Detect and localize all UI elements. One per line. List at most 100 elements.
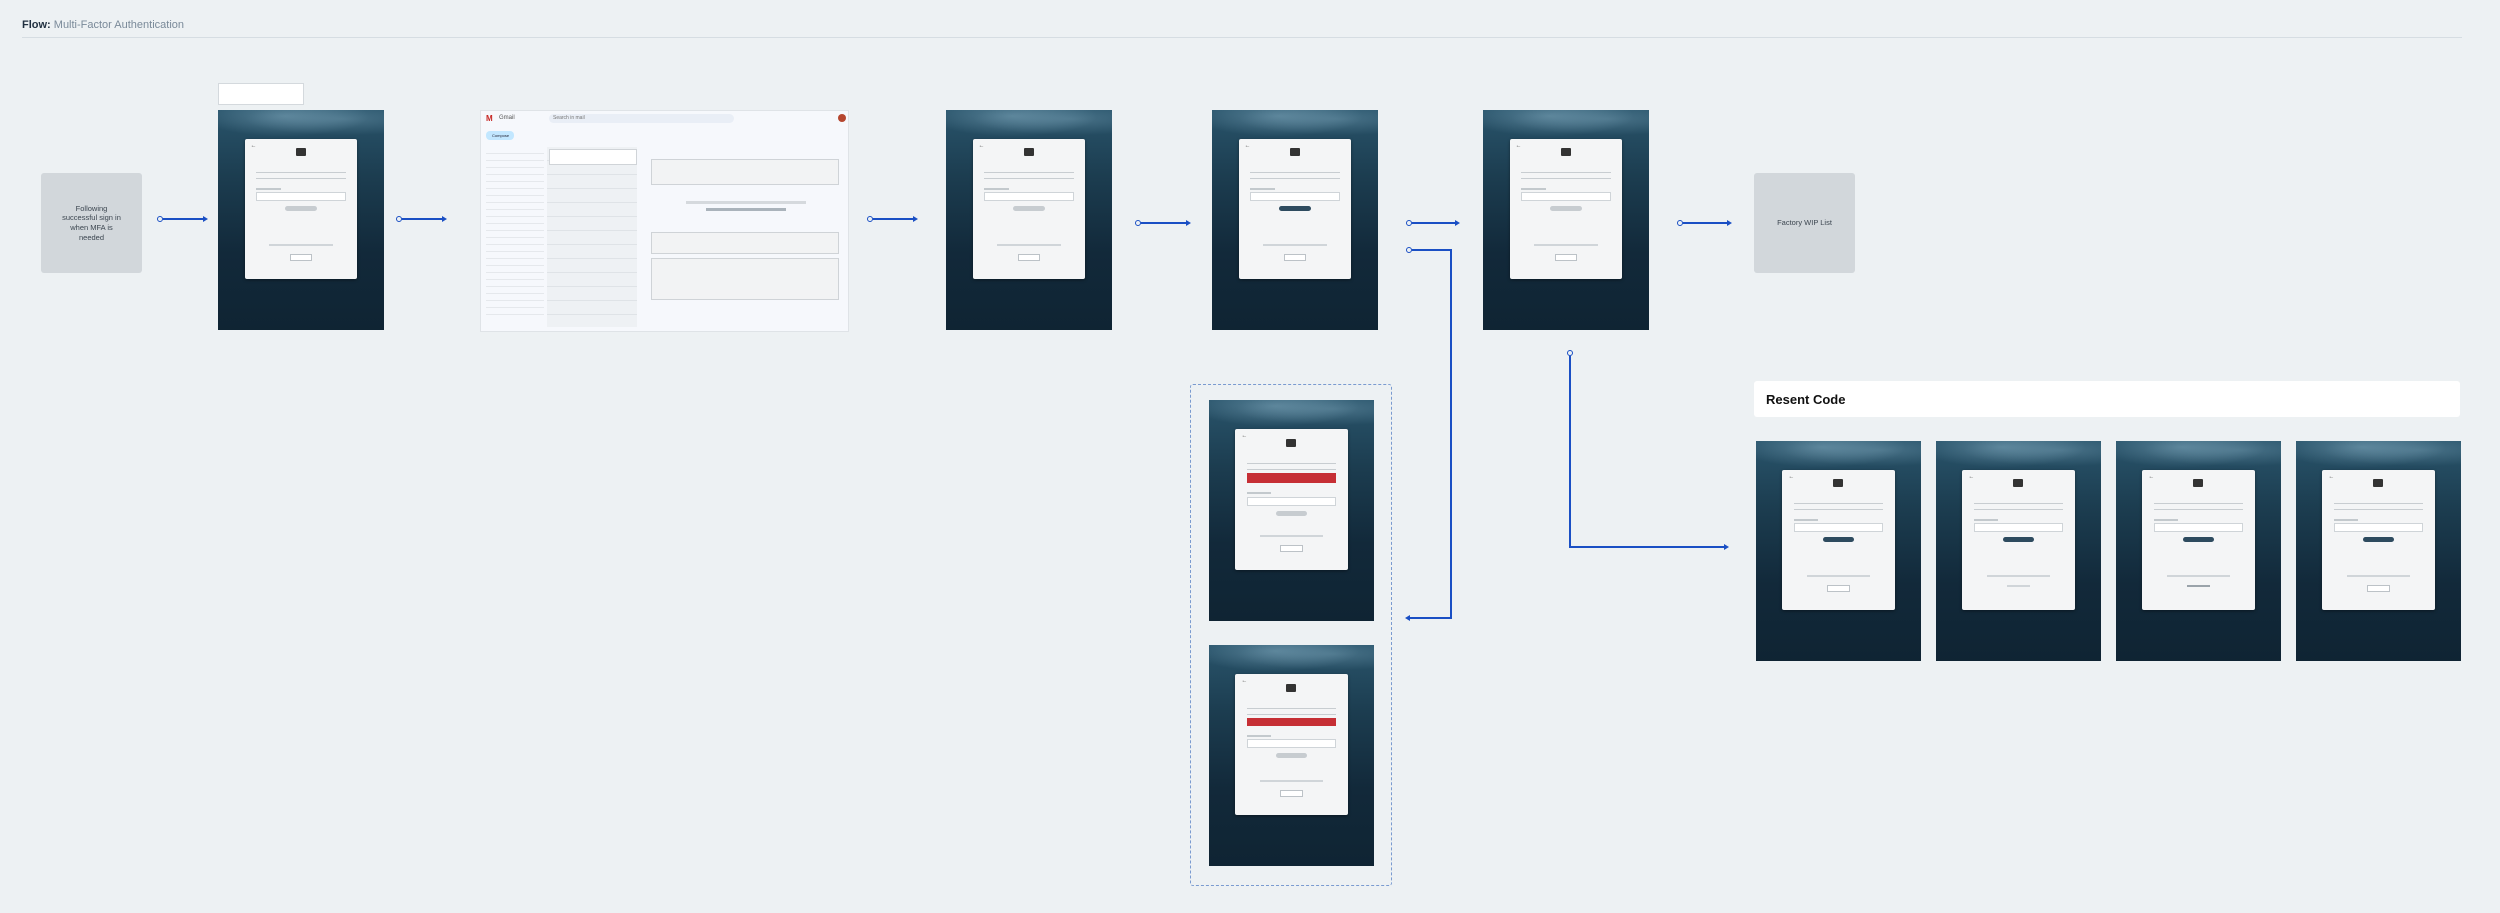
verification-card: ← — [1782, 469, 1895, 611]
code-input[interactable] — [1793, 523, 1884, 533]
screen-2-step-verification: ← — [218, 110, 384, 330]
flow-name: Multi-Factor Authentication — [53, 19, 185, 31]
verification-card: ← — [1509, 138, 1623, 280]
resend-status — [2007, 585, 2030, 588]
screen-error-expired-code: ← — [1209, 645, 1374, 866]
resend-button[interactable] — [1283, 254, 1307, 262]
email-body-line — [686, 201, 806, 204]
submit-button[interactable] — [1822, 537, 1855, 543]
screen-resent-2: ← — [1936, 441, 2101, 661]
submit-button[interactable] — [285, 206, 317, 212]
submit-button[interactable] — [1279, 206, 1311, 212]
code-label — [2333, 518, 2359, 521]
back-arrow-icon[interactable]: ← — [1968, 473, 1975, 480]
verification-card: ← — [972, 138, 1086, 280]
code-input[interactable] — [1246, 738, 1337, 748]
code-input[interactable] — [1249, 192, 1341, 202]
start-note: Following successful sign in when MFA is… — [41, 173, 142, 273]
back-arrow-icon[interactable]: ← — [250, 142, 257, 149]
email-shield-icon — [2193, 479, 2204, 488]
code-label — [2153, 518, 2179, 521]
verification-card: ← — [1962, 469, 2075, 611]
gmail-sidebar — [486, 147, 544, 317]
resend-button[interactable] — [1827, 585, 1850, 593]
back-arrow-icon[interactable]: ← — [1241, 677, 1248, 684]
email-shield-icon — [1023, 148, 1034, 157]
help-text — [1987, 575, 2050, 578]
back-arrow-icon[interactable]: ← — [1515, 142, 1522, 149]
card-description — [2153, 503, 2244, 511]
code-label — [1249, 187, 1275, 190]
back-arrow-icon[interactable]: ← — [1788, 473, 1795, 480]
email-shield-icon — [2373, 479, 2384, 488]
submit-button[interactable] — [1275, 752, 1308, 758]
screen-error-invalid-code: ← — [1209, 400, 1374, 621]
resend-button[interactable] — [2367, 585, 2390, 593]
gmail-logo-icon: M — [486, 114, 493, 123]
end-note: Factory WIP List — [1754, 173, 1855, 273]
code-input[interactable] — [1246, 496, 1337, 506]
back-arrow-icon[interactable]: ← — [978, 142, 985, 149]
card-description — [1246, 462, 1337, 470]
resend-status — [2187, 585, 2210, 588]
screen-code-entered: ← — [1212, 110, 1378, 330]
resend-button[interactable] — [289, 254, 313, 262]
back-arrow-icon[interactable]: ← — [2148, 473, 2155, 480]
back-arrow-icon[interactable]: ← — [2328, 473, 2335, 480]
help-text — [997, 244, 1061, 247]
header-divider — [22, 37, 2462, 38]
card-description — [1246, 707, 1337, 715]
selected-message[interactable] — [549, 149, 637, 165]
screen-resent-4: ← — [2296, 441, 2461, 661]
error-banner — [1246, 472, 1337, 483]
submit-button[interactable] — [2362, 537, 2395, 543]
code-label — [983, 187, 1009, 190]
code-label — [1246, 734, 1272, 737]
resend-button[interactable] — [1280, 789, 1303, 797]
verification-card: ← — [1235, 673, 1348, 816]
screen-verifying: ← — [1483, 110, 1649, 330]
submit-button[interactable] — [1013, 206, 1045, 212]
code-input[interactable] — [983, 192, 1075, 202]
code-input[interactable] — [1973, 523, 2064, 533]
code-input[interactable] — [2153, 523, 2244, 533]
start-note-text: Following successful sign in when MFA is… — [62, 203, 121, 242]
submit-button[interactable] — [1275, 510, 1308, 516]
compose-button[interactable]: Compose — [486, 131, 514, 140]
code-label — [255, 187, 281, 190]
resend-button[interactable] — [1017, 254, 1041, 262]
submit-button[interactable] — [2182, 537, 2215, 543]
card-description — [1973, 503, 2064, 511]
resend-button[interactable] — [1554, 254, 1578, 262]
screen-resent-3: ← — [2116, 441, 2281, 661]
error-banner — [1246, 717, 1337, 726]
submit-button[interactable] — [1550, 206, 1582, 212]
flow-label: Flow: — [22, 19, 51, 31]
back-arrow-icon[interactable]: ← — [1244, 142, 1251, 149]
card-description — [2333, 503, 2424, 511]
verification-card: ← — [244, 138, 358, 280]
code-label — [1793, 518, 1819, 521]
submit-button[interactable] — [2002, 537, 2035, 543]
verification-card: ← — [2322, 469, 2435, 611]
compose-label: Compose — [492, 133, 510, 138]
card-description — [1520, 172, 1612, 180]
help-text — [1534, 244, 1598, 247]
code-input[interactable] — [255, 192, 347, 202]
card-description — [983, 172, 1075, 180]
verification-card: ← — [1238, 138, 1352, 280]
error-states-group — [1190, 384, 1392, 886]
gmail-app-name: Gmail — [499, 115, 515, 121]
help-text — [1263, 244, 1327, 247]
verification-card: ← — [2142, 469, 2255, 611]
email-shield-icon — [1286, 683, 1297, 692]
code-input[interactable] — [2333, 523, 2424, 533]
gmail-screen: M Gmail Search in mail Compose — [480, 110, 849, 332]
back-arrow-icon[interactable]: ← — [1241, 432, 1248, 439]
gmail-search-bar[interactable]: Search in mail — [549, 114, 734, 123]
resend-button[interactable] — [1280, 544, 1303, 552]
resent-code-title: Resent Code — [1766, 391, 1846, 407]
avatar[interactable] — [838, 114, 846, 122]
code-input[interactable] — [1520, 192, 1612, 202]
email-shield-icon — [2013, 479, 2024, 488]
